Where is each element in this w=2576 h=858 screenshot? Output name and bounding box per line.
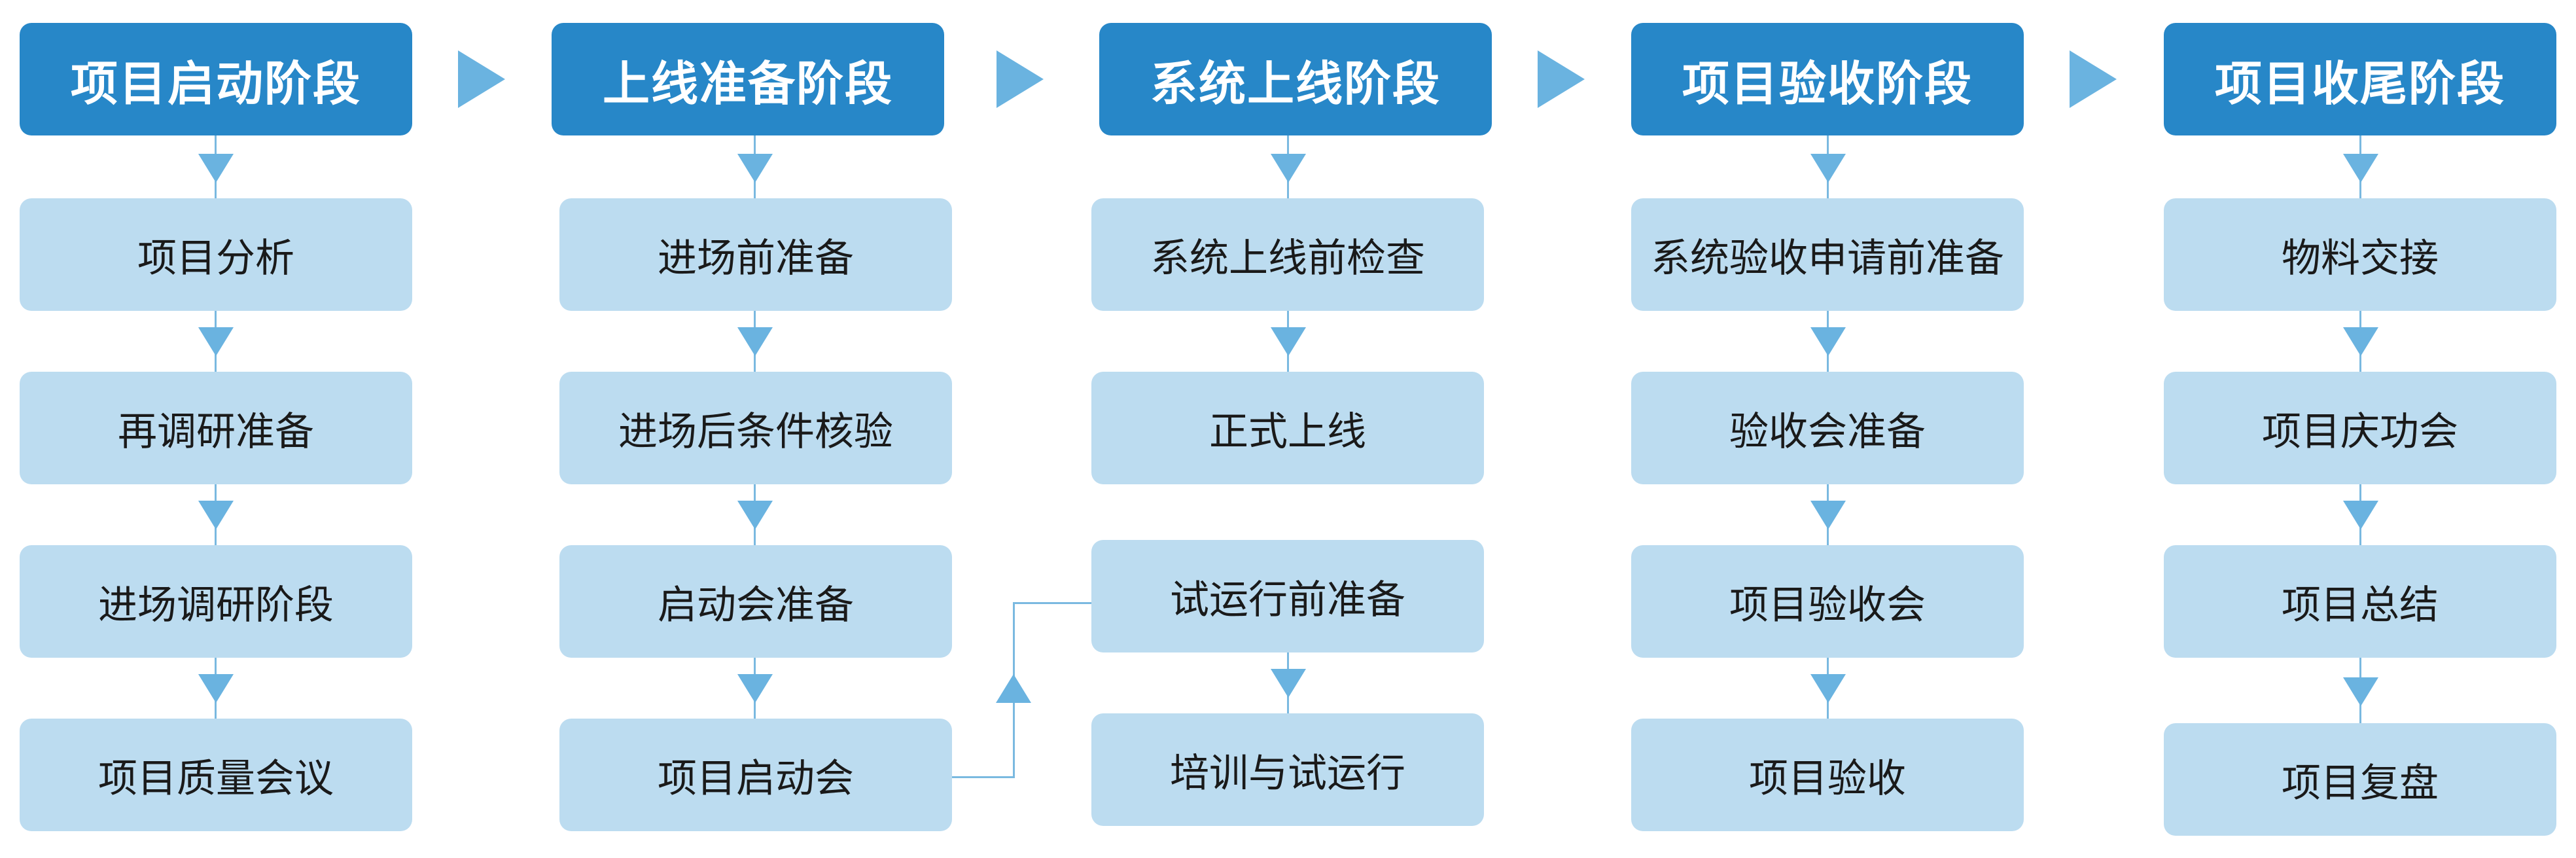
phase-4-step-2: 验收会准备 [1631, 372, 2024, 484]
arrow-down-icon [737, 154, 773, 183]
loop-connector-horizontal-top [1013, 602, 1091, 604]
arrow-right-icon [1538, 50, 1585, 108]
arrow-down-icon [198, 501, 234, 529]
arrow-up-icon [996, 674, 1031, 703]
arrow-down-icon [2343, 677, 2378, 706]
phase-5-step-3: 项目总结 [2164, 545, 2556, 658]
phase-1-step-4: 项目质量会议 [20, 719, 412, 831]
arrow-down-icon [1271, 327, 1306, 356]
phase-1-step-1: 项目分析 [20, 198, 412, 311]
arrow-down-icon [1810, 501, 1846, 529]
phase-4-step-3: 项目验收会 [1631, 545, 2024, 658]
arrow-down-icon [2343, 501, 2378, 529]
arrow-down-icon [198, 154, 234, 183]
phase-4-step-4: 项目验收 [1631, 719, 2024, 831]
phase-1-step-2: 再调研准备 [20, 372, 412, 484]
phase-5-step-2: 项目庆功会 [2164, 372, 2556, 484]
arrow-down-icon [737, 327, 773, 356]
arrow-down-icon [2343, 327, 2378, 356]
phase-4-header: 项目验收阶段 [1631, 23, 2024, 135]
arrow-right-icon [2070, 50, 2117, 108]
phase-2-step-2: 进场后条件核验 [559, 372, 952, 484]
arrow-down-icon [2343, 154, 2378, 183]
phase-1-header: 项目启动阶段 [20, 23, 412, 135]
arrow-down-icon [1810, 674, 1846, 703]
phase-5-step-4: 项目复盘 [2164, 723, 2556, 836]
phase-4-step-1: 系统验收申请前准备 [1631, 198, 2024, 311]
phase-1-step-3: 进场调研阶段 [20, 545, 412, 658]
phase-3-step-3: 试运行前准备 [1091, 540, 1484, 652]
phase-3-step-2: 正式上线 [1091, 372, 1484, 484]
arrow-down-icon [198, 674, 234, 703]
arrow-down-icon [1810, 154, 1846, 183]
phase-2-step-1: 进场前准备 [559, 198, 952, 311]
phase-5-header: 项目收尾阶段 [2164, 23, 2556, 135]
arrow-down-icon [1810, 327, 1846, 356]
phase-3-header: 系统上线阶段 [1099, 23, 1492, 135]
arrow-right-icon [458, 50, 505, 108]
arrow-down-icon [198, 327, 234, 356]
arrow-down-icon [1271, 154, 1306, 183]
arrow-down-icon [1271, 669, 1306, 698]
arrow-down-icon [737, 501, 773, 529]
phase-3-step-1: 系统上线前检查 [1091, 198, 1484, 311]
phase-5-step-1: 物料交接 [2164, 198, 2556, 311]
phase-2-header: 上线准备阶段 [552, 23, 944, 135]
phase-2-step-3: 启动会准备 [559, 545, 952, 658]
arrow-right-icon [997, 50, 1044, 108]
phase-3-step-4: 培训与试运行 [1091, 713, 1484, 826]
loop-connector-horizontal-bottom [952, 776, 1015, 778]
phase-2-step-4: 项目启动会 [559, 719, 952, 831]
arrow-down-icon [737, 674, 773, 703]
